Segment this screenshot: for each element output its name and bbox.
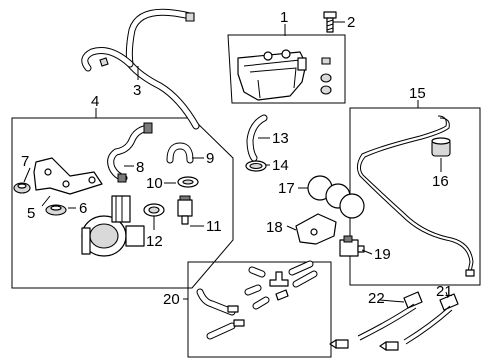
callout-2: 2 (347, 14, 355, 31)
callout-10: 10 (146, 175, 163, 192)
pump-hose (107, 122, 153, 183)
hose-clamp (177, 176, 199, 188)
callout-6: 6 (79, 200, 87, 217)
callout-11: 11 (206, 218, 222, 235)
connector-hose (246, 114, 268, 162)
mounting-bracket (33, 157, 103, 195)
callout-22: 22 (368, 290, 385, 307)
callout-17: 17 (278, 180, 295, 197)
callout-12: 12 (146, 233, 163, 250)
fitting-set (196, 260, 318, 340)
canister-assembly (237, 49, 332, 101)
callout-20: 20 (163, 291, 180, 308)
callout-15: 15 (409, 85, 426, 102)
callout-labels: 1 2 3 4 5 6 7 8 9 10 11 12 13 14 15 16 1… (21, 9, 453, 308)
oxygen-sensor-22 (329, 291, 423, 349)
oxygen-sensor-21 (379, 293, 459, 351)
callout-14: 14 (272, 157, 289, 174)
group-frame-20 (187, 261, 332, 358)
callout-8: 8 (136, 159, 144, 176)
purge-valve (177, 195, 193, 225)
callout-13: 13 (272, 130, 289, 147)
pressure-sensor (339, 235, 365, 257)
callout-7: 7 (21, 153, 29, 170)
callout-18: 18 (266, 219, 283, 236)
filter-bracket (295, 213, 337, 245)
group-frame-1 (227, 34, 346, 104)
bolt (323, 11, 337, 33)
hose-clip (143, 203, 165, 217)
leader-lines (23, 21, 449, 303)
rubber-insulator (431, 137, 451, 157)
callout-5: 5 (27, 205, 35, 222)
callout-21: 21 (436, 283, 453, 300)
vent-hose (81, 8, 200, 130)
leak-detection-pump (81, 195, 145, 257)
group-frame-15 (349, 107, 481, 286)
callout-3: 3 (133, 82, 141, 99)
callout-1: 1 (280, 9, 288, 26)
air-filter (307, 175, 365, 219)
elbow-hose (166, 142, 194, 164)
vapor-line (356, 115, 475, 277)
callout-4: 4 (91, 93, 99, 110)
band-clamp (245, 160, 267, 172)
callout-19: 19 (374, 246, 391, 263)
callout-16: 16 (432, 173, 449, 190)
callout-9: 9 (206, 150, 214, 167)
